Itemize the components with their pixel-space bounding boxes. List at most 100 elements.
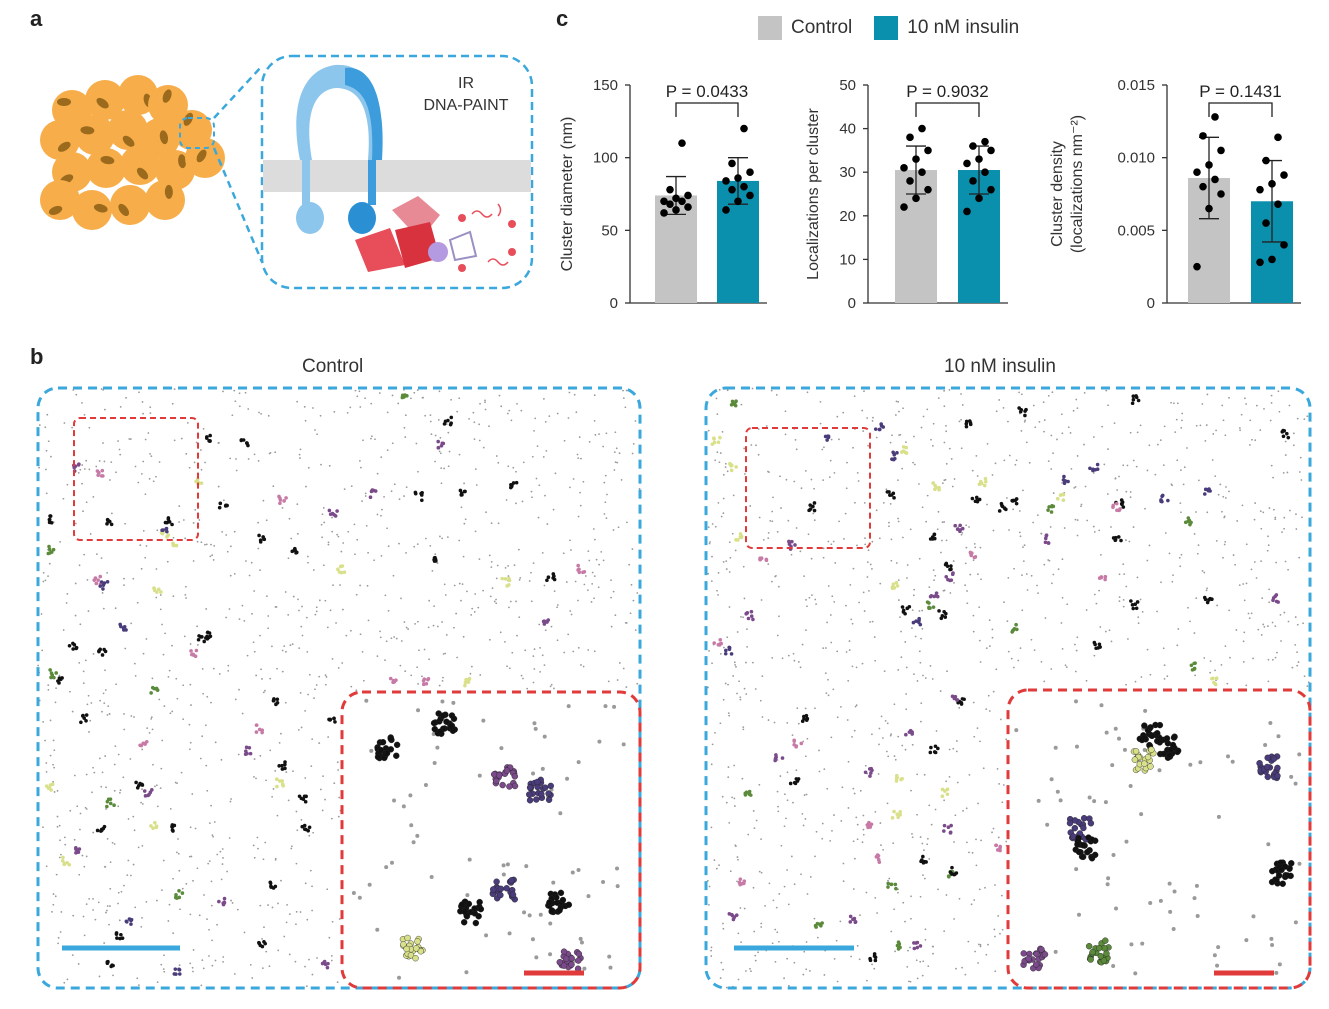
localization-dot [814,598,817,601]
localization-dot [130,622,133,625]
cluster-localization [154,825,159,830]
cluster-localization [749,614,754,618]
localization-dot [1215,679,1217,682]
localization-dot [1019,535,1022,538]
cluster-localization [964,421,969,426]
localization-dot [911,627,913,630]
localization-dot [921,506,924,509]
cluster-localization [1038,946,1045,953]
cluster-localization [774,755,778,759]
localization-dot [216,923,218,926]
localization-dot [918,483,920,485]
localization-dot [941,482,944,485]
localization-dot [359,633,362,636]
localization-dot [488,554,491,557]
localization-dot [367,619,370,622]
cell-nucleus [93,203,108,213]
localization-dot [890,930,893,933]
cluster-localization [1203,487,1208,492]
receptor-cluster [105,797,116,809]
localization-dot [404,436,407,438]
cluster-localization [999,501,1004,506]
localization-dot [803,794,806,796]
localization-dot [836,415,839,418]
cluster-localization [1144,753,1152,761]
localization-dot [542,398,545,400]
localization-dot [597,739,602,744]
localization-dot [216,853,219,856]
localization-dot [1228,396,1230,399]
localization-dot [169,807,172,810]
cluster-localization [105,961,110,966]
localization-dot [238,618,241,621]
localization-dot [543,664,546,667]
localization-dot [728,606,731,608]
cluster-localization [327,508,332,513]
localization-dot [779,775,782,777]
localization-dot [315,606,318,609]
localization-dot [188,855,191,858]
localization-dot [722,512,725,515]
receptor-cluster [737,877,747,887]
cluster-localization [67,643,72,648]
cluster-localization [932,532,937,537]
localization-dot [287,613,290,616]
localization-dot [591,582,594,585]
localization-dot [1129,496,1132,499]
localization-dot [755,444,757,447]
localization-dot [149,406,152,409]
cluster-localization [47,544,51,549]
localization-dot [577,457,580,460]
cluster-localization [1212,680,1216,685]
receptor-cluster [71,462,81,473]
receptor-cluster [970,495,982,504]
localization-dot [155,596,158,599]
cluster-localization [967,419,972,423]
receptor-cluster [67,641,79,651]
cluster-localization [1171,744,1178,752]
localization-dot [272,485,275,488]
localization-dot [206,695,209,698]
localization-dot [1270,943,1275,948]
cluster-localization [409,947,417,955]
cluster-localization [1164,754,1172,761]
cluster-localization [274,777,279,782]
localization-dot [417,683,419,685]
cluster-localization [170,823,175,827]
cluster-localization [166,533,171,537]
localization-dot [460,506,463,509]
localization-dot [159,608,162,611]
localization-dot [104,755,107,757]
cluster-localization [1210,676,1214,681]
localization-dot [890,538,893,541]
localization-dot [85,903,88,906]
localization-dot [1139,812,1144,817]
localization-dot [710,946,713,949]
localization-dot [614,461,617,464]
cluster-localization [894,580,899,585]
localization-dot [1118,600,1121,603]
localization-dot [1221,510,1223,513]
cluster-localization [890,457,894,461]
cluster-localization [1159,498,1163,502]
cluster-localization [545,902,552,909]
localization-dot [1203,571,1206,574]
cluster-localization [1273,753,1281,760]
cluster-localization [932,594,936,599]
receptor-cluster [919,854,928,865]
localization-dot [1189,620,1191,623]
localization-dot [211,834,214,837]
localization-dot [432,624,435,627]
cluster-localization [930,535,935,539]
cluster-localization [973,555,978,559]
localization-dot [1163,425,1166,428]
localization-dot [539,646,541,649]
localization-dot [1214,669,1216,672]
localization-dot [748,793,751,796]
localization-dot [475,484,478,486]
localization-dot [355,593,358,596]
localization-dot [110,461,113,464]
localization-dot [214,959,217,962]
localization-dot [992,690,995,693]
receptor-cluster [204,433,212,443]
